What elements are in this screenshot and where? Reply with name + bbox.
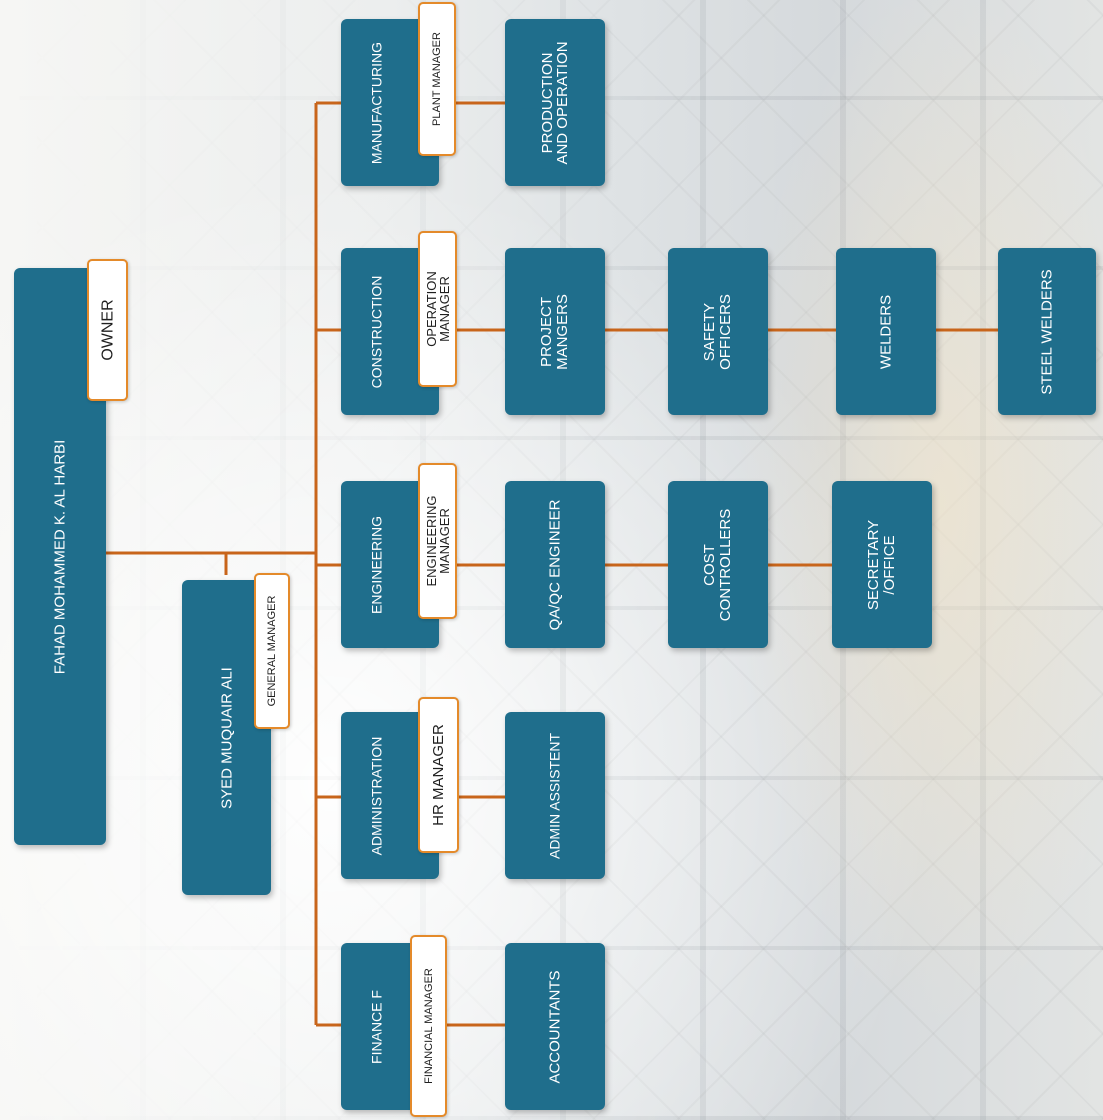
owner-role-label: OWNER <box>87 259 128 401</box>
dept-administration-name: ADMINISTRATION <box>368 736 385 855</box>
dept-finance-name: FINANCE F <box>368 989 385 1064</box>
node-admin-assistant-label: ADMIN ASSISTENT <box>546 732 563 859</box>
node-project-managers-label: PROJECT MANGERS <box>538 293 571 370</box>
general-manager-role: GENERAL MANAGER <box>266 595 278 707</box>
dept-administration-manager: HR MANAGER <box>429 724 447 826</box>
node-secretary-office[interactable]: SECRETARY /OFFICE <box>832 481 932 648</box>
node-admin-assistant[interactable]: ADMIN ASSISTENT <box>505 712 605 879</box>
general-manager-role-label: GENERAL MANAGER <box>254 573 290 729</box>
dept-engineering-name: ENGINEERING <box>368 515 385 614</box>
node-safety-officers[interactable]: SAFETY OFFICERS <box>668 248 768 415</box>
node-qaqc-engineer-label: QA/QC ENGINEER <box>546 499 564 630</box>
node-steel-welders-label: STEEL WELDERS <box>1038 268 1056 395</box>
dept-manufacturing-manager: PLANT MANAGER <box>431 32 443 126</box>
general-manager-name: SYED MUQUAIR ALI <box>218 666 235 809</box>
dept-manufacturing-name: MANUFACTURING <box>368 41 385 164</box>
owner-name: FAHAD MOHAMMED K. AL HARBI <box>51 439 69 674</box>
node-steel-welders[interactable]: STEEL WELDERS <box>998 248 1096 415</box>
node-accountants[interactable]: ACCOUNTANTS <box>505 943 605 1110</box>
node-project-managers[interactable]: PROJECT MANGERS <box>505 248 605 415</box>
dept-construction-manager-label: OPERATION MANAGER <box>418 231 457 387</box>
node-cost-controllers-label: COST CONTROLLERS <box>701 508 734 621</box>
node-welders-label: WELDERS <box>877 294 895 369</box>
dept-construction-manager: OPERATION MANAGER <box>423 271 452 347</box>
node-production-operation-label: PRODUCTION AND OPERATION <box>539 40 571 165</box>
node-secretary-office-label: SECRETARY /OFFICE <box>865 519 898 610</box>
node-qaqc-engineer[interactable]: QA/QC ENGINEER <box>505 481 605 648</box>
owner-role: OWNER <box>99 299 116 361</box>
node-production-operation[interactable]: PRODUCTION AND OPERATION <box>505 19 605 186</box>
node-cost-controllers[interactable]: COST CONTROLLERS <box>668 481 768 648</box>
node-welders[interactable]: WELDERS <box>836 248 936 415</box>
dept-engineering-manager-label: ENGINEERING MANAGER <box>418 463 457 619</box>
node-safety-officers-label: SAFETY OFFICERS <box>701 293 734 370</box>
dept-finance-manager: FINANCIAL MANAGER <box>422 968 435 1084</box>
dept-construction-name: CONSTRUCTION <box>368 275 385 388</box>
dept-administration-manager-label: HR MANAGER <box>418 697 459 853</box>
node-accountants-label: ACCOUNTANTS <box>546 969 564 1084</box>
dept-manufacturing-manager-label: PLANT MANAGER <box>418 2 456 156</box>
dept-finance-manager-label: FINANCIAL MANAGER <box>410 935 447 1117</box>
dept-engineering-manager: ENGINEERING MANAGER <box>423 495 452 587</box>
